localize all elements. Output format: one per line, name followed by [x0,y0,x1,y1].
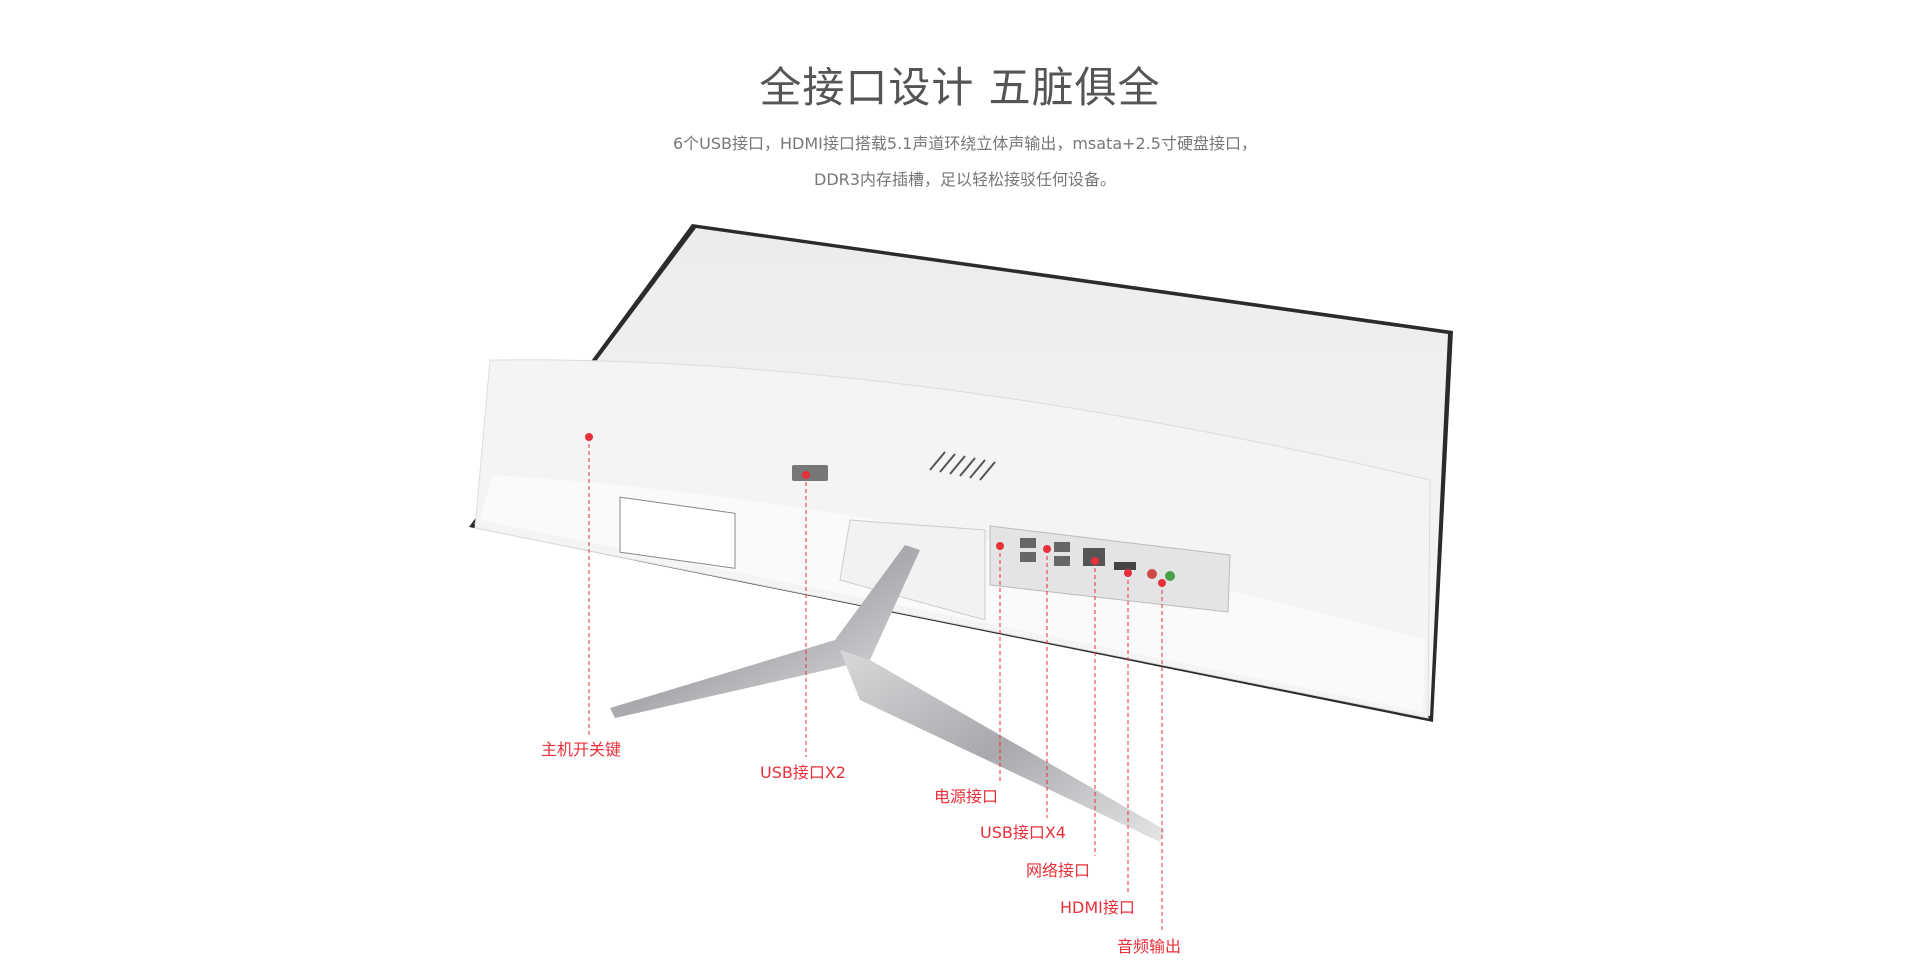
stand-leg-left [610,545,920,718]
callout-usb-x4: USB接口X4 [980,823,1066,842]
callout-power-port: 电源接口 [934,787,999,806]
feature-description: 6个USB接口，HDMI接口搭载5.1声道环绕立体声输出，msata+2.5寸硬… [672,134,1257,189]
stand-leg-right [840,650,1165,842]
vent-grille [929,451,996,481]
callout-lan-port: 网络接口 [1026,861,1091,880]
usb-ports-side [792,465,828,481]
callout-usb-x2: USB接口X2 [760,763,846,782]
spec-sticker [619,496,736,569]
callout-lines [588,437,1163,932]
callout-dots [585,433,1166,587]
callout-audio-out: 音频输出 [1117,937,1182,956]
callout-hdmi-port: HDMI接口 [1060,898,1135,917]
stand-neck [839,519,986,621]
page-title: 全接口设计 五脏俱全 [759,63,1161,112]
callout-power-button: 主机开关键 [541,740,622,759]
